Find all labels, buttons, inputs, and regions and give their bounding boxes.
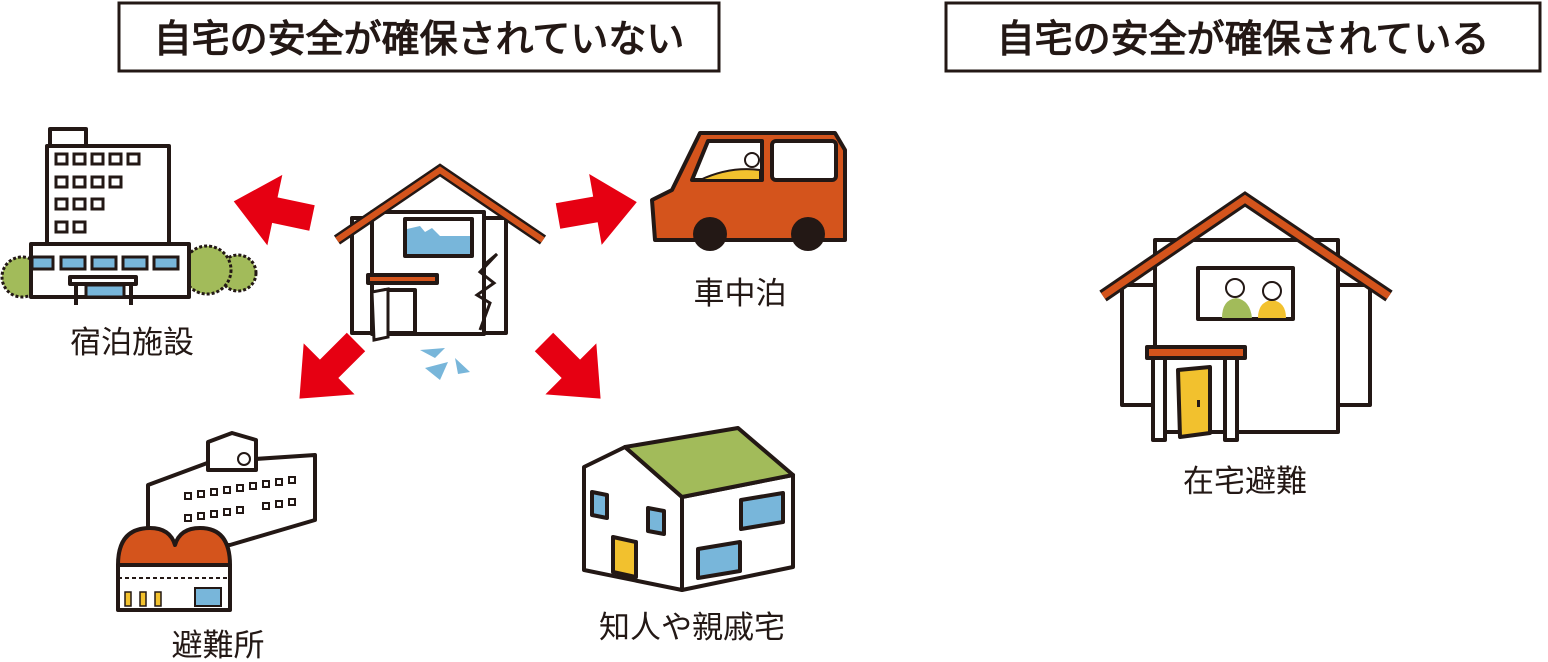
shelter-icon xyxy=(116,431,317,612)
header-safe-text: 自宅の安全が確保されている xyxy=(997,17,1490,61)
label-home: 在宅避難 xyxy=(1183,464,1307,500)
relatives-house-icon xyxy=(582,426,795,592)
header-unsafe: 自宅の安全が確保されていない xyxy=(117,1,721,73)
arrows xyxy=(233,173,637,399)
label-relatives: 知人や親戚宅 xyxy=(599,610,785,646)
arrow-to-shelter-icon xyxy=(299,332,366,399)
label-shelter: 避難所 xyxy=(172,628,265,662)
arrow-to-relatives-icon xyxy=(534,332,601,399)
header-safe: 自宅の安全が確保されている xyxy=(944,1,1542,73)
damaged-house-icon xyxy=(333,163,547,380)
arrow-to-hotel-icon xyxy=(233,174,315,246)
hotel-icon xyxy=(0,127,258,305)
header-unsafe-text: 自宅の安全が確保されていない xyxy=(154,17,685,61)
car-icon xyxy=(650,131,847,251)
label-hotel: 宿泊施設 xyxy=(70,325,194,361)
safe-house-icon xyxy=(1099,191,1393,442)
label-car: 車中泊 xyxy=(694,276,787,312)
arrow-to-car-icon xyxy=(555,173,637,245)
